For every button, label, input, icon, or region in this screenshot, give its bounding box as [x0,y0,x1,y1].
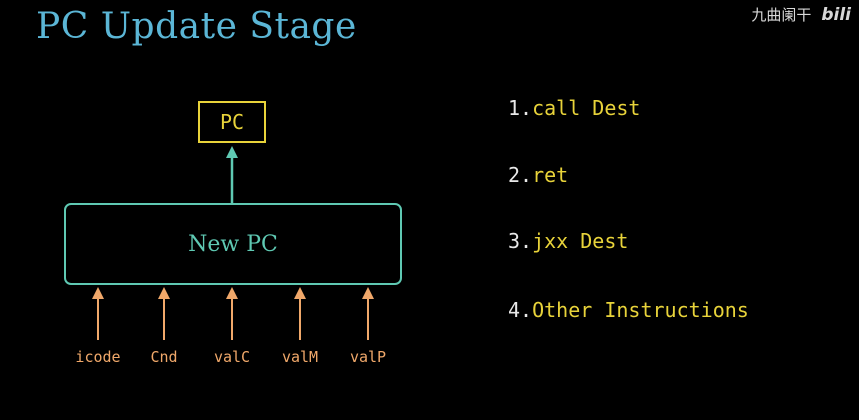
bilibili-logo-icon: bili [821,5,851,25]
page-title: PC Update Stage [36,6,357,47]
instruction-number: 3. [508,229,533,253]
input-arrow [294,287,306,340]
instruction-item: 1.call Dest [508,96,640,120]
watermark-text: 九曲阑干 [751,6,812,24]
instruction-item: 4.Other Instructions [508,298,749,322]
input-arrow [362,287,374,340]
instruction-number: 1. [508,96,533,120]
input-arrows [92,287,374,340]
input-signal-label: valC [213,348,251,366]
instruction-item: 2.ret [508,163,568,187]
instruction-text: call Dest [532,96,641,120]
input-arrow [92,287,104,340]
input-signal-label: Cnd [150,348,178,366]
new-pc-logic-box: New PC [64,203,402,285]
instruction-item: 3.jxx Dest [508,229,628,253]
instruction-number: 4. [508,298,533,322]
instruction-text: jxx Dest [532,229,629,253]
input-signal-label: icode [75,348,121,366]
watermark: 九曲阑干 bili [751,4,851,25]
input-signal-label: valP [349,348,387,366]
instruction-text: Other Instructions [532,298,749,322]
input-arrow [158,287,170,340]
instruction-text: ret [532,163,569,187]
input-signal-label: valM [281,348,319,366]
input-arrow [226,287,238,340]
instruction-number: 2. [508,163,533,187]
newpc-to-pc-arrow [226,146,238,203]
pc-register-box: PC [198,101,266,143]
